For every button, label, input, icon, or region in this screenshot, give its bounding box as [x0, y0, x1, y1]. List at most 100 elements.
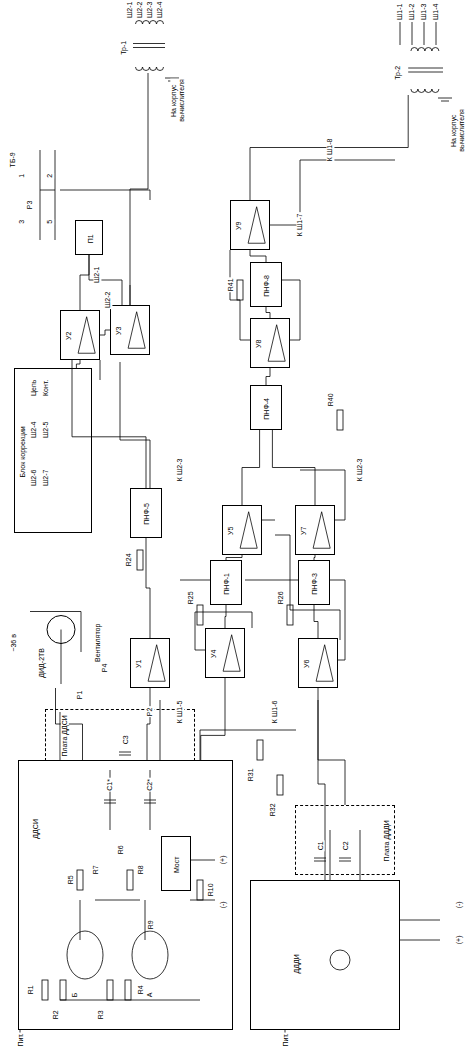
signal-wire — [225, 605, 226, 628]
schematic-label: А — [146, 992, 154, 999]
schematic-label: Ш2-4 — [156, 1, 164, 20]
unit-label: Блок коррекции — [19, 425, 27, 478]
schematic-label: К Ш2-3 — [356, 458, 364, 483]
unit-label: У1 — [135, 659, 143, 669]
amplifier-symbol — [223, 635, 240, 671]
schematic-label: R40 — [326, 392, 334, 407]
amplifier-symbol — [128, 312, 145, 348]
resolver-winding — [132, 931, 168, 979]
schematic-label: Р1 — [76, 690, 84, 701]
resistor-symbol — [127, 870, 133, 890]
schematic-label: 3 — [18, 219, 26, 225]
unit-box: ПНФ-4 — [250, 385, 282, 430]
schematic-label: Ш2-2 — [104, 291, 112, 310]
schematic-label: (+) — [218, 854, 226, 865]
amplifier-symbol — [316, 645, 333, 681]
amplifier-symbol — [313, 512, 330, 548]
schematic-label: C3 — [121, 734, 129, 745]
schematic-label: Пит. — [281, 1032, 289, 1047]
amplifier-box: У5 — [222, 505, 262, 555]
unit-label: У9 — [235, 221, 243, 231]
transformer: Тр-2 — [392, 45, 446, 95]
schematic-label: Ш1-1 — [396, 3, 404, 22]
unit-label: У3 — [115, 326, 123, 336]
fan-motor: ДИД-2ТВВентилятор — [28, 598, 83, 688]
unit-box: ПНФ-3 — [298, 560, 330, 605]
schematic-label: (+) — [454, 934, 462, 945]
schematic-label: C1* — [106, 778, 114, 792]
unit-label: ДДСИ — [32, 818, 40, 840]
schematic-label: Ш2-2 — [136, 1, 144, 20]
signal-wire — [272, 430, 315, 505]
resolver-winding — [67, 931, 103, 979]
node-outline — [28, 598, 83, 688]
signal-wire — [147, 688, 150, 760]
signal-wire — [242, 430, 260, 505]
schematic-label: К Ш1-6 — [271, 700, 279, 725]
schematic-label: R4 — [136, 984, 144, 995]
schematic-label: C1 — [316, 840, 324, 851]
schematic-label: R10 — [206, 882, 214, 897]
unit-label: ДДДИ — [292, 953, 300, 974]
node-outline — [19, 761, 232, 1029]
signal-wire — [250, 250, 266, 262]
signal-wire — [266, 368, 270, 385]
signal-wire — [266, 307, 270, 318]
schematic-label: Р4 — [101, 663, 109, 674]
resistor-symbol — [277, 775, 283, 795]
schematic-label: (-) — [218, 900, 226, 909]
signal-wire — [146, 538, 150, 638]
unit-label: ПНФ-1 — [223, 572, 231, 596]
unit-box: ПНФ-8 — [250, 262, 282, 307]
schematic-label: R5 — [66, 874, 74, 885]
schematic-label: R26 — [276, 590, 284, 605]
unit-label: У8 — [255, 339, 263, 349]
schematic-label: ~36 в — [10, 633, 18, 653]
unit-box: П1 — [75, 220, 103, 255]
schematic-label: К Ш2-3 — [176, 458, 184, 483]
schematic-label: Ш2-1 — [126, 1, 134, 20]
schematic-label: Ш1-2 — [408, 3, 416, 22]
schematic-label: Р3 — [26, 200, 34, 211]
schematic-label: На корпус вычислителя — [450, 108, 465, 152]
ground-symbol — [165, 78, 452, 101]
schematic-label: Ш2-5 — [42, 421, 50, 440]
signal-wire — [201, 678, 225, 760]
amplifier-box: У4 — [205, 628, 245, 678]
schematic-label: (-) — [454, 900, 462, 909]
amplifier-symbol — [248, 207, 265, 243]
amplifier-symbol — [78, 317, 95, 353]
unit-label: У2 — [65, 331, 73, 341]
schematic-label: R6 — [116, 844, 124, 855]
resistor-symbol — [337, 410, 343, 430]
signal-wire — [72, 360, 146, 488]
unit-box: ПНФ-1 — [210, 560, 242, 605]
signal-wire — [76, 360, 80, 368]
schematic-label: Р2 — [146, 707, 154, 718]
resistor-symbol — [197, 880, 203, 900]
resistor-symbol — [125, 980, 131, 1000]
schematic-label: Ш2-1 — [93, 266, 101, 285]
resistor-symbol — [107, 980, 113, 1000]
unit-label: У7 — [300, 526, 308, 536]
unit-box: ПНФ-5 — [130, 488, 162, 538]
schematic-label: R25 — [186, 590, 194, 605]
schematic-label: Ш1-4 — [432, 3, 440, 22]
unit-label: П1 — [86, 233, 94, 244]
unit-label: ПНФ-8 — [263, 274, 271, 298]
schematic-label: Ш2-7 — [42, 469, 50, 488]
unit-label: ПНФ-4 — [263, 397, 271, 421]
unit-box: Блок коррекции — [14, 368, 92, 533]
schematic-label: R41 — [226, 277, 234, 292]
resistor-symbol — [42, 980, 48, 1000]
schematic-label: 5 — [46, 219, 54, 225]
schematic-label: Цепь — [30, 379, 38, 398]
schematic-label: Ш2-4 — [30, 421, 38, 440]
rotor-symbol — [330, 950, 350, 970]
unit-label: Тр-1 — [120, 40, 128, 56]
schematic-label: R32 — [268, 802, 276, 817]
schematic-label: C2 — [341, 840, 349, 851]
capacitor-symbol — [104, 752, 351, 861]
schematic-label: Ш2-6 — [30, 469, 38, 488]
